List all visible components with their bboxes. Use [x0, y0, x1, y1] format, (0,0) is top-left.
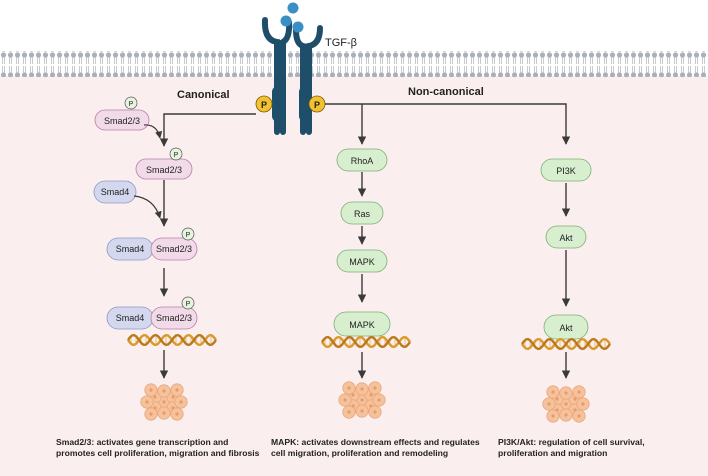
pi3k-caption-line1: PI3K/Akt: regulation of cell survival,: [498, 437, 645, 447]
svg-text:P: P: [314, 100, 320, 110]
noncanonical-heading: Non-canonical: [408, 86, 484, 98]
svg-text:Akt: Akt: [559, 233, 573, 243]
svg-text:P: P: [129, 101, 134, 108]
svg-text:P: P: [186, 301, 191, 308]
canonical-branch-arrow: [159, 113, 256, 147]
svg-text:Smad4: Smad4: [116, 313, 145, 323]
noncanonical-branch-line: [325, 103, 571, 145]
svg-text:P: P: [174, 152, 179, 159]
canonical-caption-line1: Smad2/3: activates gene transcription an…: [56, 437, 228, 447]
pi3k-cell-cluster-icon: [542, 385, 590, 423]
mapk-caption-line1: MAPK: activates downstream effects and r…: [271, 437, 480, 447]
node-mapk: MAPK: [336, 249, 388, 273]
svg-text:Smad4: Smad4: [116, 244, 145, 254]
smad23-free: Smad2/3 P: [94, 96, 150, 131]
svg-text:PI3K: PI3K: [556, 166, 576, 176]
node-pi3k: PI3K: [540, 158, 592, 182]
cell-membrane: [0, 51, 708, 77]
mapk-dna-icon: [321, 335, 411, 349]
node-mapk-on-dna: MAPK: [333, 311, 391, 337]
node-rhoa: RhoA: [336, 148, 388, 172]
svg-text:Smad2/3: Smad2/3: [156, 244, 192, 254]
canonical-dna-icon: [127, 333, 217, 347]
smad4-merge-arrow: [133, 195, 162, 219]
svg-text:P: P: [261, 100, 267, 110]
canonical-heading: Canonical: [177, 89, 230, 101]
cell-layer: [140, 381, 590, 423]
node-akt-on-dna: Akt: [543, 314, 589, 340]
svg-text:RhoA: RhoA: [351, 156, 374, 166]
ligand-label: TGF-β: [325, 37, 357, 49]
node-akt: Akt: [545, 225, 587, 249]
svg-text:Ras: Ras: [354, 209, 371, 219]
canonical-caption-line2: promotes cell proliferation, migration a…: [56, 448, 260, 458]
canonical-cell-cluster-icon: [140, 383, 188, 421]
smad-complex: Smad4 Smad2/3 P: [106, 227, 198, 261]
smad23-merge-arrow: [143, 124, 163, 139]
smad-complex-on-dna: Smad4 Smad2/3 P: [106, 296, 198, 330]
smad4-free: Smad4: [93, 180, 137, 204]
svg-text:Smad4: Smad4: [101, 187, 130, 197]
tgf-beta-ligand: [280, 2, 304, 33]
mapk-caption-line2: cell migration, proliferation and remode…: [271, 448, 448, 458]
receptor-phospho-left: P: [255, 95, 273, 113]
svg-text:Smad2/3: Smad2/3: [156, 313, 192, 323]
mapk-cell-cluster-icon: [338, 381, 386, 419]
svg-text:MAPK: MAPK: [349, 320, 375, 330]
svg-text:MAPK: MAPK: [349, 257, 375, 267]
svg-text:Smad2/3: Smad2/3: [146, 165, 182, 175]
smad23-phosphorylated: Smad2/3 P: [135, 147, 193, 180]
svg-text:Akt: Akt: [559, 323, 573, 333]
receptor-phospho-right: P: [308, 95, 326, 113]
node-ras: Ras: [340, 201, 384, 225]
svg-text:P: P: [186, 232, 191, 239]
svg-text:Smad2/3: Smad2/3: [104, 116, 140, 126]
pi3k-caption-line2: proliferation and migration: [498, 448, 607, 458]
dna-layer: [127, 333, 611, 351]
pi3k-dna-icon: [521, 337, 611, 351]
